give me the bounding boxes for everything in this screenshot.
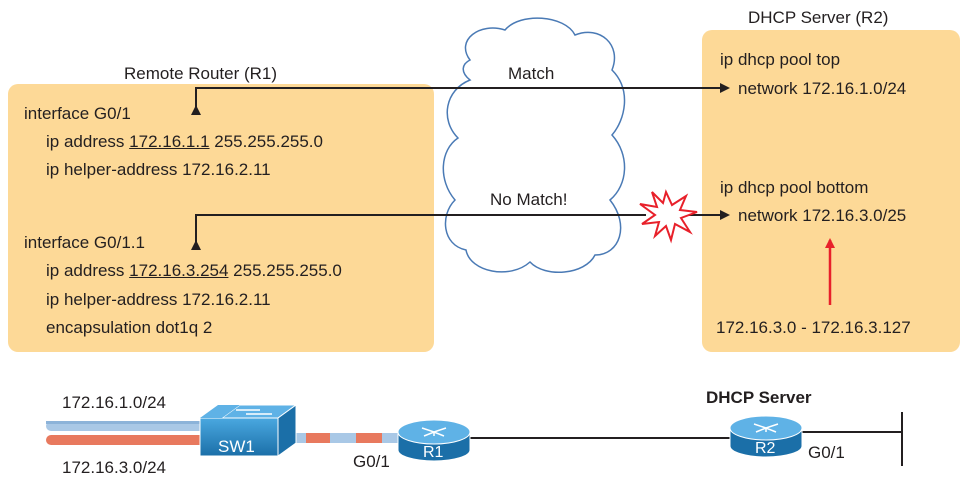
r2-pool1-name: ip dhcp pool top xyxy=(720,50,841,69)
nomatch-label: No Match! xyxy=(490,190,568,209)
nomatch-arrow xyxy=(191,214,646,250)
r1-iface1-helper: ip helper-address 172.16.2.11 xyxy=(46,160,271,179)
subnet-top-label: 172.16.1.0/24 xyxy=(62,393,166,412)
r1-config-box xyxy=(8,84,434,352)
r1-iface2-encap: encapsulation dot1q 2 xyxy=(46,318,213,337)
r2-pool1-network: network 172.16.1.0/24 xyxy=(738,79,907,98)
r1-iface2-ip: 172.16.3.254 xyxy=(129,261,229,280)
r1-title: Remote Router (R1) xyxy=(124,64,278,83)
r2-title: DHCP Server (R2) xyxy=(748,8,889,27)
no-match-starburst-icon xyxy=(639,189,698,244)
router2-label: R2 xyxy=(755,440,776,457)
match-label: Match xyxy=(508,64,555,83)
r2-port-label: G0/1 xyxy=(808,443,845,462)
r2-pool2-name: ip dhcp pool bottom xyxy=(720,178,869,197)
r1-iface1-ip-line: ip address 172.16.1.1 255.255.255.0 xyxy=(46,132,323,152)
r2-range: 172.16.3.0 - 172.16.3.127 xyxy=(716,318,911,337)
dhcp-server-label: DHCP Server xyxy=(706,388,812,407)
router1-label: R1 xyxy=(423,444,444,461)
network-cloud xyxy=(442,17,626,273)
r1-iface2-name: interface G0/1.1 xyxy=(24,233,145,252)
switch-sw1-icon xyxy=(199,404,298,457)
r1-iface2-ip-line: ip address 172.16.3.254 255.255.255.0 xyxy=(46,261,342,281)
switch-label: SW1 xyxy=(218,437,255,456)
ip-prefix: ip address xyxy=(46,132,125,151)
r1-iface1-ip: 172.16.1.1 xyxy=(129,132,210,151)
ip-prefix: ip address xyxy=(46,261,125,280)
subnet-bottom-label: 172.16.3.0/24 xyxy=(62,458,166,477)
match-arrow xyxy=(191,83,730,115)
vlan-bottom-line xyxy=(46,435,216,445)
router-r1-icon xyxy=(397,419,471,462)
r1-iface1-mask: 255.255.255.0 xyxy=(214,132,323,151)
r1-iface2-helper: ip helper-address 172.16.2.11 xyxy=(46,290,271,309)
r1-iface2-mask: 255.255.255.0 xyxy=(233,261,342,280)
router-r2-icon xyxy=(729,415,803,458)
r1-iface1-name: interface G0/1 xyxy=(24,104,131,123)
r1-port-label: G0/1 xyxy=(353,452,390,471)
r2-pool2-network: network 172.16.3.0/25 xyxy=(738,206,907,225)
